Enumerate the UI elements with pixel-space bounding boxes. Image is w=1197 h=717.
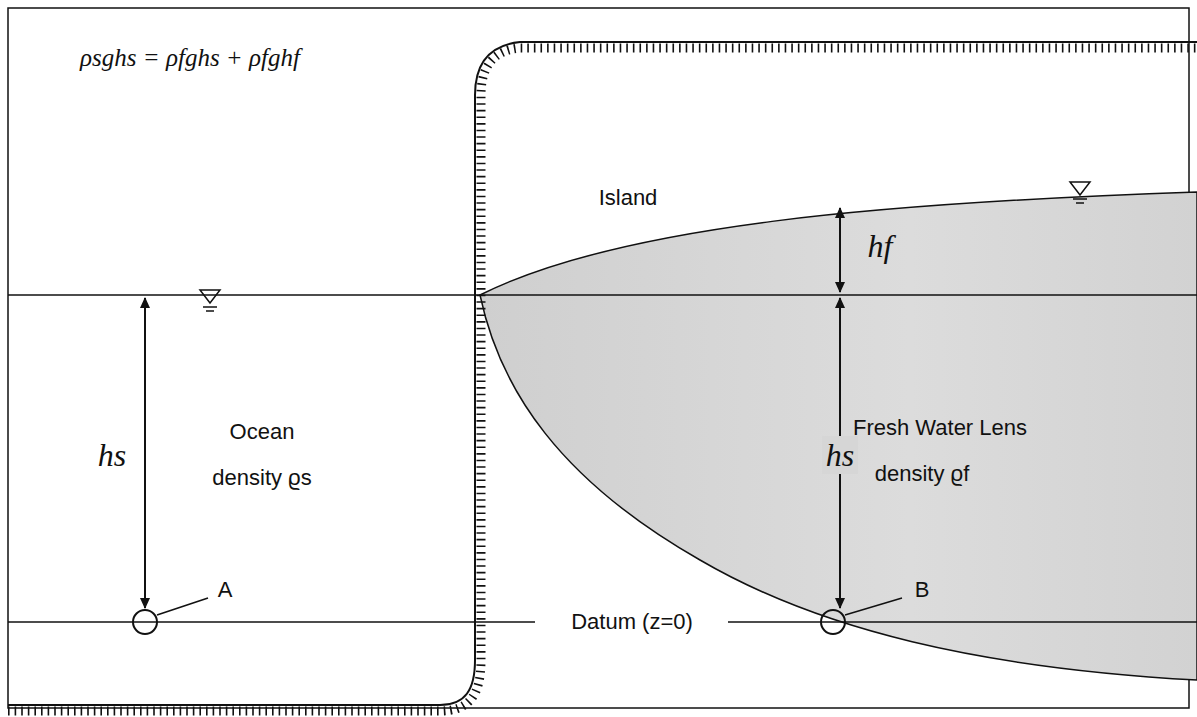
leader-line <box>845 598 902 615</box>
point-marker <box>133 610 157 634</box>
sea-level-line <box>8 294 1197 296</box>
leader-line <box>157 598 208 615</box>
water-level-symbol <box>200 290 220 311</box>
region-label: Ocean <box>230 419 295 444</box>
ground-hatching <box>8 48 1197 711</box>
fresh-water-lens <box>480 192 1197 680</box>
dimension-arrow <box>839 208 841 292</box>
dimension-label: hs <box>822 436 858 475</box>
point-marker <box>821 610 845 634</box>
water-level-symbol <box>1070 182 1090 203</box>
region-label: Island <box>599 185 658 210</box>
dimension-label: hf <box>868 228 893 265</box>
region-label: density ϱf <box>875 461 970 486</box>
ground-boundary <box>8 42 1197 705</box>
datum-line <box>728 621 1197 623</box>
region-label: density ϱs <box>212 465 311 490</box>
equation: ρsghs = ρfghs + ρfghf <box>80 44 300 73</box>
region-label: Fresh Water Lens <box>853 415 1027 440</box>
point-label: A <box>218 577 233 602</box>
dimension-arrow <box>144 298 146 608</box>
datum-line <box>8 621 535 623</box>
point-label: B <box>915 577 930 602</box>
datum-label: Datum (z=0) <box>567 608 697 635</box>
dimension-label: hs <box>98 437 126 474</box>
